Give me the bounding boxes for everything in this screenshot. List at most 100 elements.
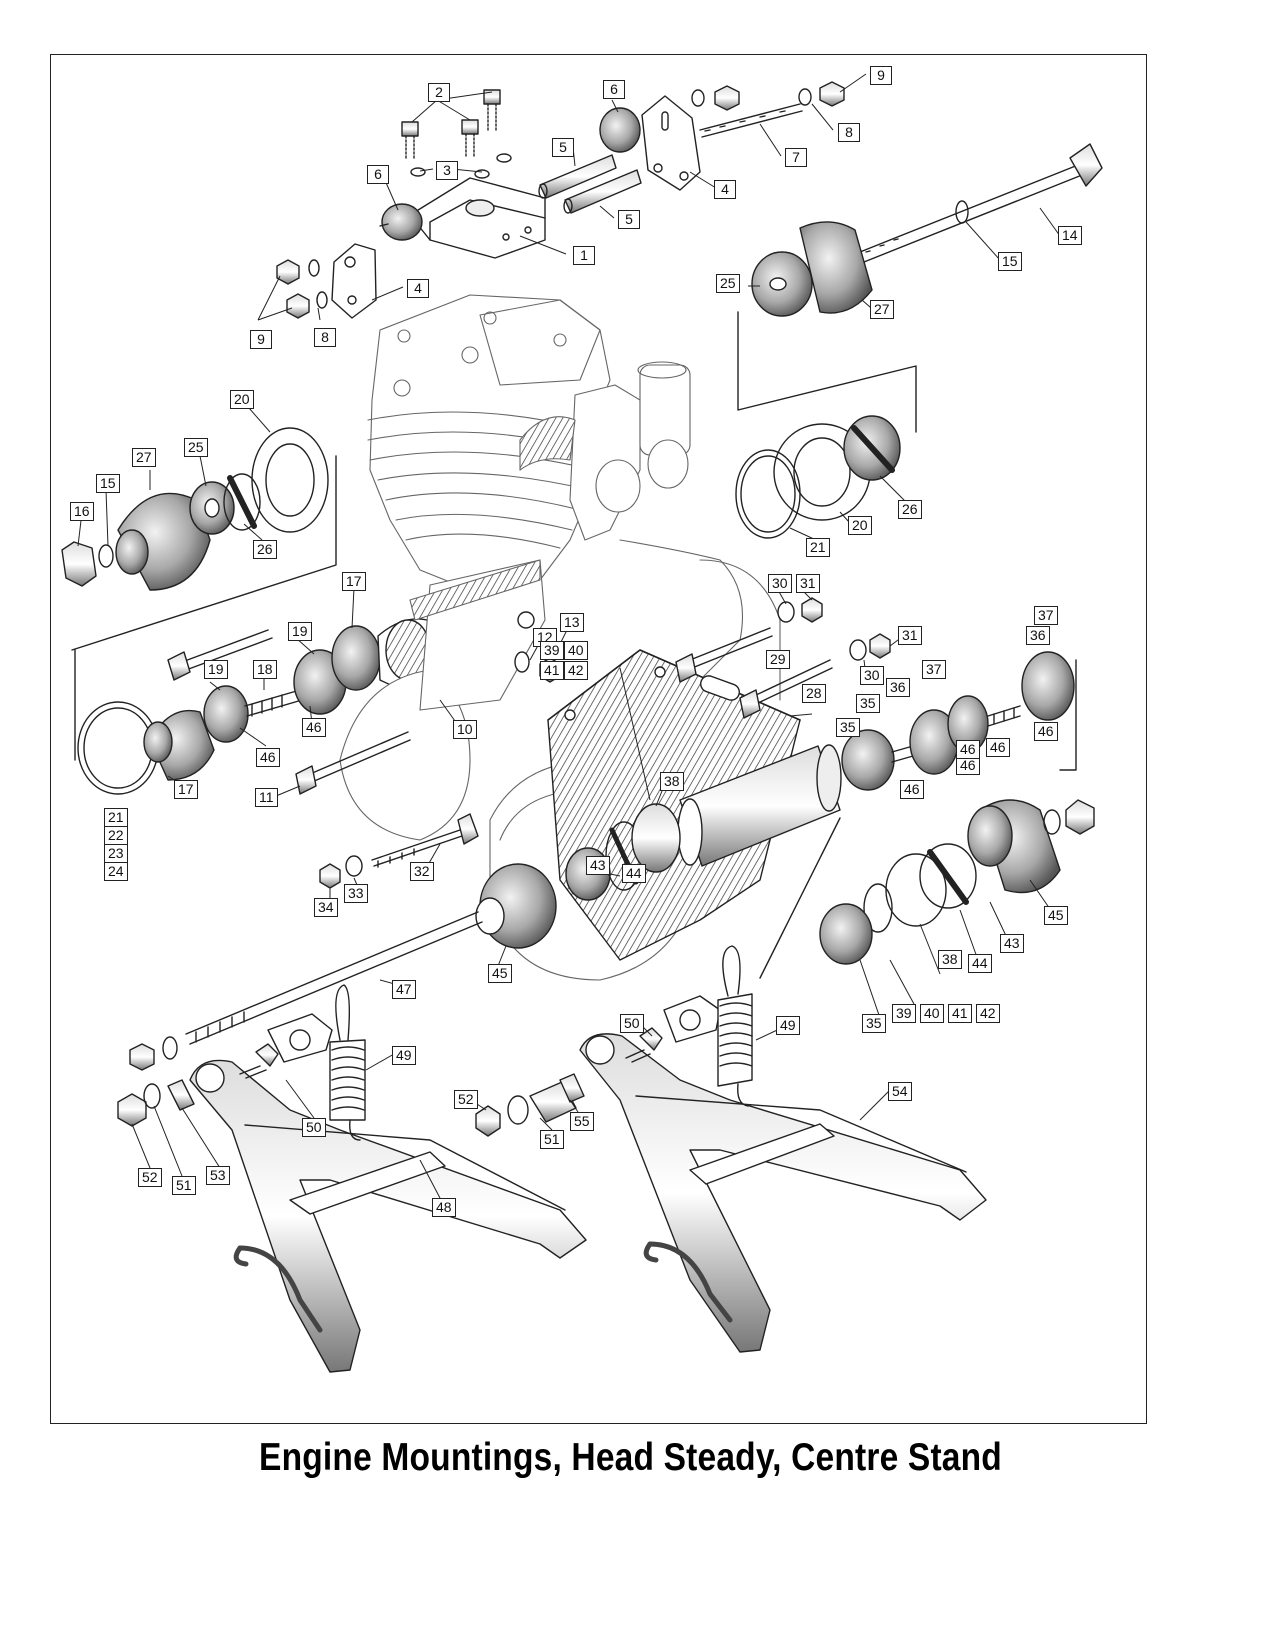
spring-49-right [717,945,753,1107]
part-label: 37 [1034,606,1058,625]
part-label: 48 [432,1198,456,1217]
part-label: 4 [714,180,736,199]
engine-plate-28 [547,649,801,961]
part-label: 25 [716,274,740,293]
part-label: 10 [453,720,477,739]
part-label: 2 [428,83,450,102]
part-label: 35 [862,1014,886,1033]
part-label: 9 [250,330,272,349]
part-label: 21 [806,538,830,557]
part-label: 25 [184,438,208,457]
part-label: 20 [848,516,872,535]
part-label: 42 [564,661,588,680]
part-label: 43 [1000,934,1024,953]
part-label: 1 [573,246,595,265]
bolts-2 [401,89,501,159]
part-label: 52 [138,1168,162,1187]
long-stud-47 [129,911,483,1071]
part-label: 8 [838,123,860,142]
part-label: 38 [660,772,684,791]
part-label: 55 [570,1112,594,1131]
part-label: 4 [407,279,429,298]
centre-stand-54 [579,995,987,1353]
stud-7 [699,103,803,138]
part-label: 15 [998,252,1022,271]
part-label: 46 [302,718,326,737]
spring-49-left [329,984,366,1141]
part-label: 26 [898,500,922,519]
part-label: 44 [968,954,992,973]
carburettor-outline [519,361,743,681]
part-label: 50 [620,1014,644,1033]
part-label: 40 [920,1004,944,1023]
part-label: 46 [986,738,1010,757]
part-label: 32 [410,862,434,881]
spindle-tube-28 [677,744,842,867]
part-label: 9 [870,66,892,85]
part-label: 30 [860,666,884,685]
part-label: 40 [564,641,588,660]
part-label: 39 [892,1004,916,1023]
spacer-tubes-5 [538,154,642,214]
engine-cylinder-outline [367,294,611,591]
part-label: 35 [836,718,860,737]
part-label: 47 [392,980,416,999]
part-label: 36 [886,678,910,697]
part-label: 41 [540,661,564,680]
rubber-mount-27-right [751,221,873,317]
bolts-11-29-32 [295,627,833,868]
mounting-45-right [759,799,1095,979]
part-label: 43 [586,856,610,875]
bolt-50-right [625,1027,663,1063]
part-label: 17 [174,780,198,799]
head-steady-bracket [409,177,546,259]
part-label: 53 [206,1166,230,1185]
washers-3 [410,153,512,179]
part-label: 54 [888,1082,912,1101]
pivot-nuts-51-52-53-left [117,1079,195,1127]
pivot-nuts-51-52-55-center [475,1073,585,1137]
part-label: 16 [70,502,94,521]
left-front-mount [61,427,337,651]
part-label: 5 [618,210,640,229]
part-label: 38 [938,950,962,969]
part-label: 19 [204,660,228,679]
bolt-50-left [239,1043,279,1079]
part-label: 24 [104,862,128,881]
part-label: 14 [1058,226,1082,245]
part-label: 45 [488,964,512,983]
part-label: 28 [802,684,826,703]
part-label: 26 [253,540,277,559]
part-label: 49 [392,1046,416,1065]
long-bolt-14 [859,143,1103,263]
part-label: 46 [256,748,280,767]
part-label: 36 [1026,626,1050,645]
part-label: 29 [766,650,790,669]
part-label: 39 [540,641,564,660]
right-rear-mount [841,651,1077,791]
part-label: 49 [776,1016,800,1035]
part-label: 21 [104,808,128,827]
part-label: 5 [552,138,574,157]
part-label: 45 [1044,906,1068,925]
part-label: 44 [622,864,646,883]
part-label: 18 [253,660,277,679]
bracket-line-25 [737,311,917,433]
part-label: 50 [302,1118,326,1137]
part-label: 27 [870,300,894,319]
part-label: 15 [96,474,120,493]
part-label: 37 [922,660,946,679]
part-label: 19 [288,622,312,641]
part-label: 46 [956,740,980,759]
part-label: 42 [976,1004,1000,1023]
part-label: 7 [785,148,807,167]
part-label: 31 [796,574,820,593]
part-label: 35 [856,694,880,713]
part-label: 46 [900,780,924,799]
part-label: 51 [172,1176,196,1195]
centre-stand-48 [189,1013,587,1373]
part-label: 3 [436,161,458,180]
part-label: 33 [344,884,368,903]
part-label: 30 [768,574,792,593]
part-label: 6 [367,165,389,184]
